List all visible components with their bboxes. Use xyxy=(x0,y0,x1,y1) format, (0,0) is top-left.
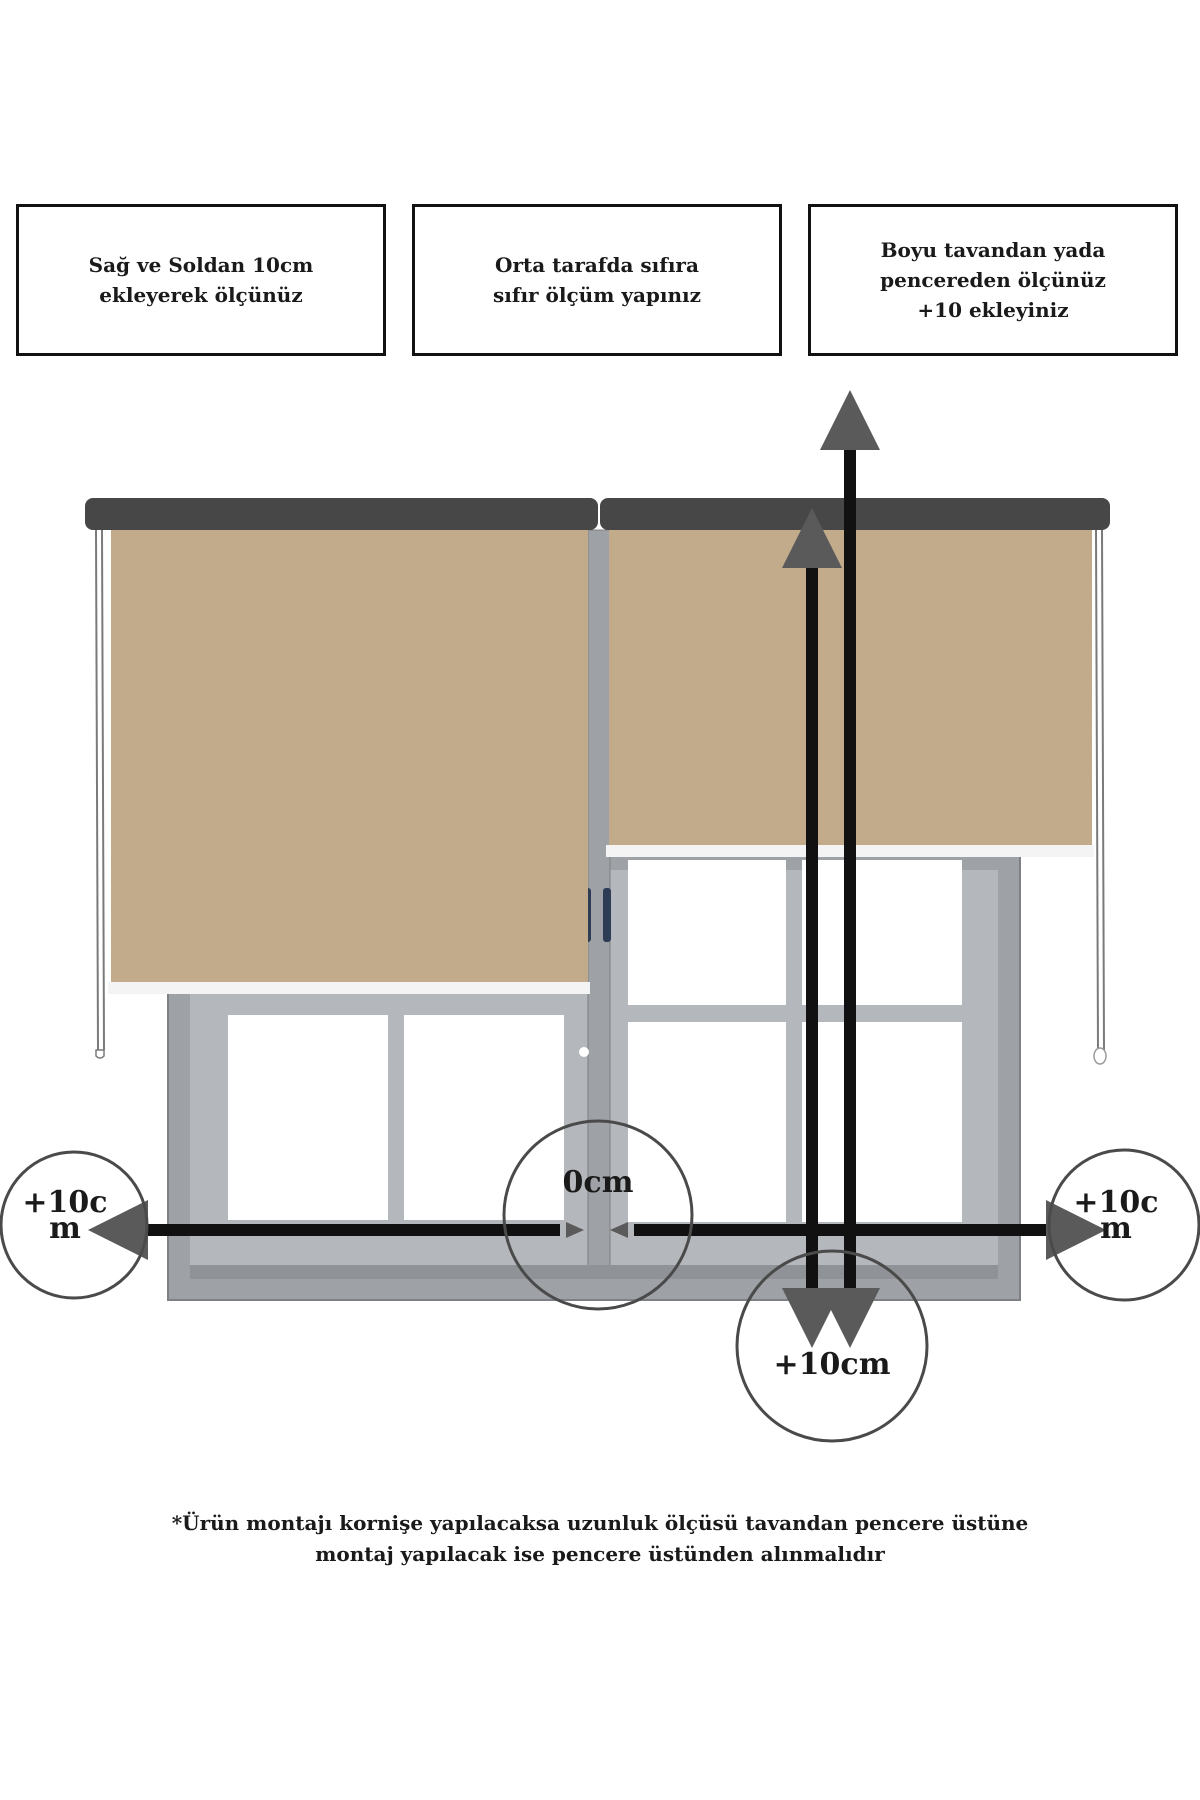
blind-cord-right xyxy=(1095,529,1099,1051)
instruction-box-height: Boyu tavandan yada pencereden ölçünüz +1… xyxy=(808,204,1178,356)
right-margin-circle xyxy=(1047,1148,1200,1302)
center-arrow-left xyxy=(566,1222,584,1238)
instruction-box-center: Orta tarafda sıfıra sıfır ölçüm yapınız xyxy=(412,204,782,356)
center-zero-label: 0cm xyxy=(563,1165,634,1200)
blind-cord-end-right xyxy=(1093,1047,1107,1065)
center-arrow-right xyxy=(610,1222,628,1238)
window-handle xyxy=(603,888,611,942)
instruction-center-text: Orta tarafda sıfıra sıfır ölçüm yapınız xyxy=(493,253,701,307)
window-pane xyxy=(404,1015,564,1220)
window-lock-hole xyxy=(579,1047,589,1057)
instruction-width-text: Sağ ve Soldan 10cm ekleyerek ölçünüz xyxy=(88,253,314,307)
left-margin-label-line1: +10c xyxy=(22,1185,107,1220)
bottom-circle xyxy=(735,1249,929,1443)
bottom-height-label: +10cm xyxy=(774,1347,891,1382)
center-circle xyxy=(502,1119,694,1311)
right-margin-label-line1: +10c xyxy=(1073,1185,1158,1220)
blind-fabric-left xyxy=(111,528,588,984)
left-margin-label-line2: m xyxy=(49,1211,81,1246)
right-margin-label-line2: m xyxy=(1100,1211,1132,1246)
window-sill xyxy=(190,1265,998,1279)
window-pane xyxy=(802,1022,962,1222)
blind-cord-left xyxy=(101,529,105,1051)
instruction-box-width: Sağ ve Soldan 10cm ekleyerek ölçünüz xyxy=(16,204,386,356)
blind-cord-left xyxy=(95,529,99,1051)
window-pane xyxy=(802,860,962,1005)
roller-blind-left xyxy=(85,498,598,1059)
blind-cord-right xyxy=(1101,529,1105,1051)
window-pane xyxy=(628,860,786,1005)
blind-cassette-left xyxy=(85,498,598,530)
window-pane xyxy=(228,1015,388,1220)
instruction-height-text: Boyu tavandan yada pencereden ölçünüz +1… xyxy=(880,238,1106,322)
window-pane xyxy=(628,1022,786,1222)
left-margin-circle xyxy=(0,1150,149,1300)
footnote: *Ürün montajı kornişe yapılacaksa uzunlu… xyxy=(171,1511,1029,1566)
blind-cord-end-left xyxy=(95,1049,105,1059)
blind-bottom-bar-left xyxy=(108,982,590,994)
